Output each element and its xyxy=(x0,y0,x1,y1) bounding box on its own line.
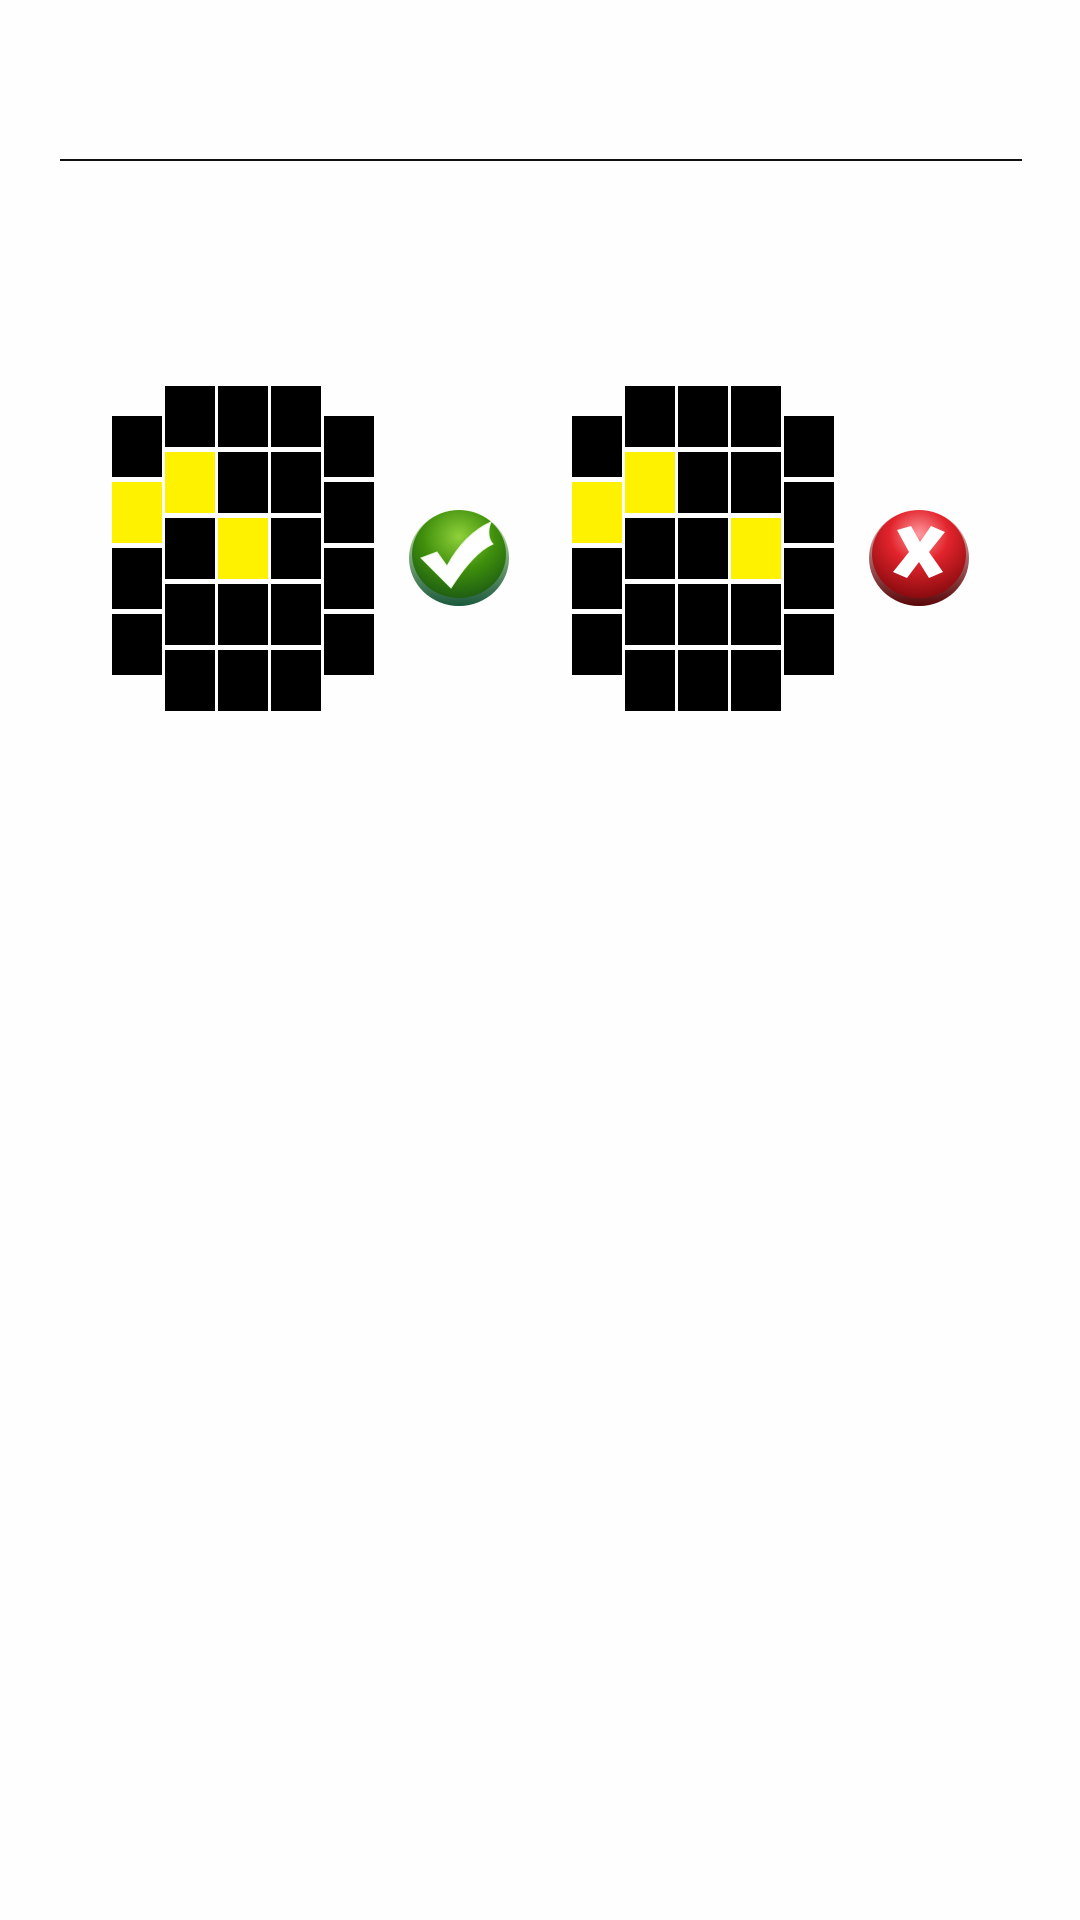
tile-dark xyxy=(165,386,215,447)
tile-lit xyxy=(731,518,781,579)
tile-dark xyxy=(731,584,781,645)
tile-dark xyxy=(218,452,268,513)
tile-dark xyxy=(112,614,162,675)
tile-dark xyxy=(165,518,215,579)
tile-dark xyxy=(165,650,215,711)
tile-dark xyxy=(271,452,321,513)
tile-dark xyxy=(271,518,321,579)
tile-dark xyxy=(324,614,374,675)
cross-icon xyxy=(869,510,969,606)
tile-dark xyxy=(165,584,215,645)
example-wrong xyxy=(572,386,1012,716)
tile-dark xyxy=(271,650,321,711)
tile-dark xyxy=(731,386,781,447)
example-correct xyxy=(112,386,552,716)
tile-dark xyxy=(218,584,268,645)
tile-lit xyxy=(112,482,162,543)
correct-badge xyxy=(407,504,511,608)
tile-dark xyxy=(784,548,834,609)
tile-dark xyxy=(731,650,781,711)
tile-dark xyxy=(324,548,374,609)
tile-dark xyxy=(678,518,728,579)
wrong-badge xyxy=(867,504,971,608)
top-divider xyxy=(60,159,1022,161)
tile-dark xyxy=(678,584,728,645)
tile-dark xyxy=(271,386,321,447)
tile-dark xyxy=(625,386,675,447)
tile-lit xyxy=(572,482,622,543)
checkmark-icon xyxy=(409,510,509,606)
tile-dark xyxy=(784,482,834,543)
tile-lit xyxy=(218,518,268,579)
tile-dark xyxy=(112,548,162,609)
tile-dark xyxy=(271,584,321,645)
tile-dark xyxy=(731,452,781,513)
tile-lit xyxy=(625,452,675,513)
tile-dark xyxy=(784,416,834,477)
tile-dark xyxy=(625,584,675,645)
tile-dark xyxy=(678,650,728,711)
tile-dark xyxy=(218,386,268,447)
tile-dark xyxy=(678,386,728,447)
tile-dark xyxy=(625,518,675,579)
tile-dark xyxy=(112,416,162,477)
tile-dark xyxy=(218,650,268,711)
tile-dark xyxy=(784,614,834,675)
tile-dark xyxy=(572,614,622,675)
tile-dark xyxy=(324,416,374,477)
tile-dark xyxy=(625,650,675,711)
tile-dark xyxy=(572,416,622,477)
tile-lit xyxy=(165,452,215,513)
tile-dark xyxy=(678,452,728,513)
tile-dark xyxy=(572,548,622,609)
tile-dark xyxy=(324,482,374,543)
